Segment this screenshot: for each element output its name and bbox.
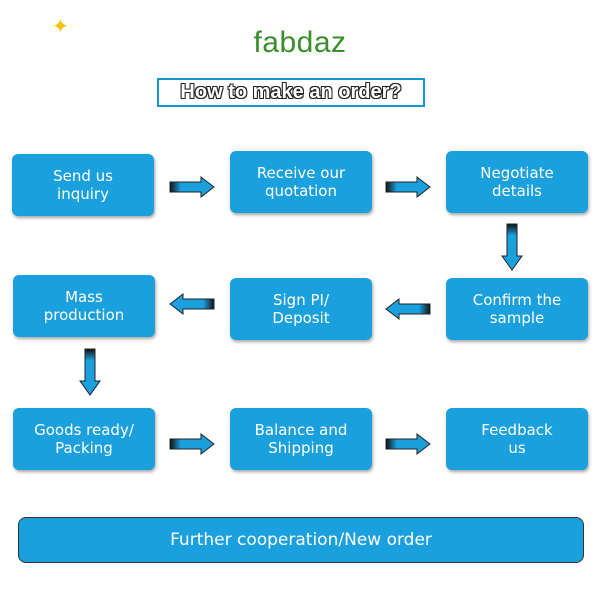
step-confirm-sample: Confirm the sample <box>446 278 588 340</box>
arrow-right-icon <box>385 432 431 456</box>
arrow-right-icon <box>169 432 215 456</box>
step-mass-production: Mass production <box>13 275 155 337</box>
page-title: How to make an order? <box>157 78 425 107</box>
step-feedback: Feedback us <box>446 408 588 470</box>
step-goods-ready-packing: Goods ready/ Packing <box>13 408 155 470</box>
arrow-right-icon <box>385 175 431 199</box>
brand-logo: fabdaz ✦ <box>0 16 600 60</box>
final-step: Further cooperation/New order <box>18 517 584 563</box>
step-negotiate-details: Negotiate details <box>446 151 588 213</box>
arrow-right-icon <box>169 175 215 199</box>
arrow-down-icon <box>79 348 101 396</box>
step-receive-quotation: Receive our quotation <box>230 151 372 213</box>
arrow-left-icon <box>169 292 215 316</box>
step-balance-shipping: Balance and Shipping <box>230 408 372 470</box>
logo-text: fabdaz <box>253 26 347 59</box>
arrow-down-icon <box>501 223 523 271</box>
step-sign-pi-deposit: Sign PI/ Deposit <box>230 278 372 340</box>
arrow-left-icon <box>385 297 431 321</box>
star-icon: ✦ <box>52 16 70 38</box>
step-send-inquiry: Send us inquiry <box>12 154 154 216</box>
